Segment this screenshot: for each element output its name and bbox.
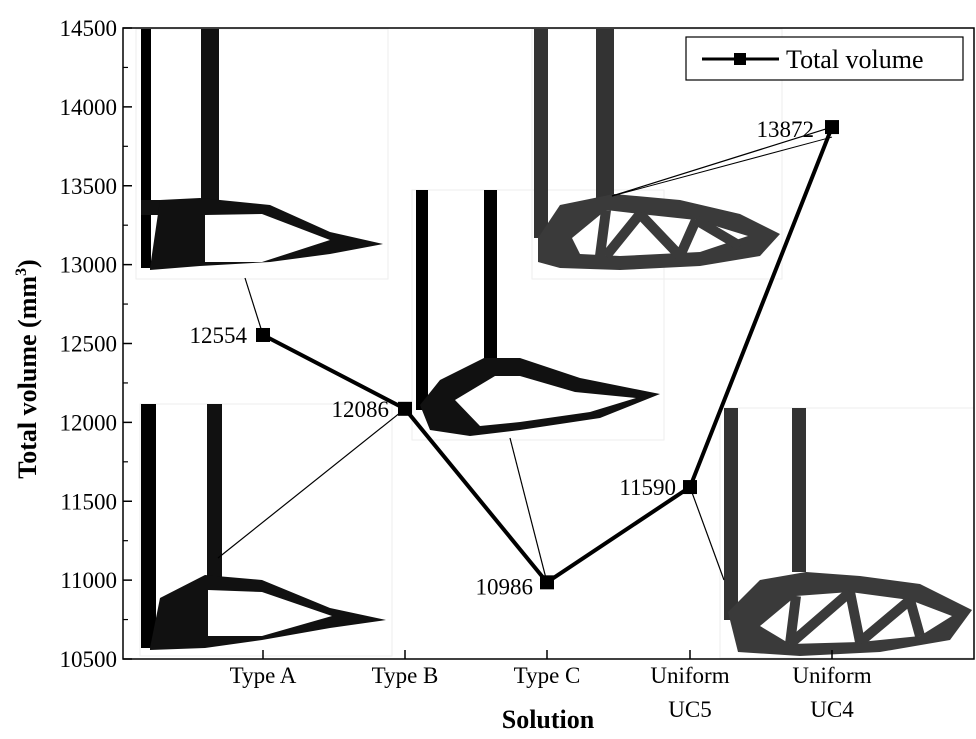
legend-marker [734, 53, 746, 65]
y-tick-label: 12000 [60, 410, 118, 435]
inset-member [141, 404, 156, 648]
series-group [256, 120, 839, 590]
y-tick-label: 14500 [60, 16, 118, 41]
x-tick-label: Uniform [650, 663, 729, 688]
inset-border [139, 403, 393, 657]
legend-box [685, 36, 964, 81]
x-tick-label: Uniform [792, 663, 871, 688]
data-label: 12086 [332, 397, 390, 422]
inset-void [208, 590, 332, 636]
inset-border [531, 28, 783, 280]
y-axis-title-end: ) [13, 259, 42, 268]
inset-member [201, 29, 219, 200]
inset-images [135, 28, 975, 659]
leader-line [217, 408, 406, 559]
data-point [825, 120, 839, 135]
leader-line [611, 136, 833, 197]
y-tick-label: 11000 [60, 568, 117, 593]
data-label: 10986 [476, 574, 534, 599]
data-point [398, 401, 412, 416]
inset-image [139, 403, 393, 657]
y-tick-label: 10500 [60, 647, 118, 672]
inset-image [411, 189, 665, 441]
x-tick-label: UC4 [810, 697, 854, 722]
y-axis-title-superscript: 3 [13, 268, 30, 276]
y-tick-label: 13500 [60, 174, 118, 199]
x-tick-label: Type A [230, 663, 297, 688]
leader-line [611, 126, 833, 197]
legend: Total volume [685, 36, 964, 81]
inset-image [719, 407, 975, 659]
y-tick-label: 14000 [60, 95, 118, 120]
inset-web [595, 209, 743, 260]
inset-member [484, 190, 497, 360]
data-point [540, 575, 554, 590]
data-label: 13872 [757, 117, 815, 142]
data-label: 12554 [190, 323, 248, 348]
y-axis-title: Total volume (mm3) [13, 259, 42, 478]
leader-line [509, 437, 548, 583]
inset-member [724, 408, 738, 620]
inset-member [792, 408, 806, 572]
data-labels: 12554 12086 10986 11590 13872 [190, 117, 815, 599]
y-axis-title-main: Total volume (mm [13, 276, 42, 479]
inset-member [596, 29, 614, 200]
inset-void [205, 214, 330, 262]
inset-member [207, 404, 222, 585]
x-axis-title: Solution [502, 705, 595, 734]
inset-member [141, 29, 151, 268]
data-point [256, 327, 270, 342]
y-tick-label: 13000 [60, 253, 118, 278]
leader-line [689, 486, 725, 581]
inset-web [785, 588, 925, 648]
data-label: 11590 [619, 475, 676, 500]
inset-member [416, 190, 428, 410]
y-tick-label: 11500 [60, 489, 117, 514]
x-tick-label: Type C [514, 663, 581, 688]
leader-line [244, 277, 264, 336]
inset-void [455, 376, 636, 426]
data-point [683, 480, 697, 495]
x-tick-label: UC5 [668, 697, 711, 722]
inset-member [534, 29, 548, 238]
legend-label: Total volume [786, 45, 924, 74]
inset-border [135, 28, 389, 280]
y-axis: 10500 11000 11500 12000 12500 13000 13500 14000… [60, 16, 132, 672]
y-tick-label: 12500 [60, 332, 118, 357]
plot-frame [122, 27, 975, 660]
inset-image [135, 28, 389, 280]
x-tick-label: Type B [372, 663, 439, 688]
leader-lines [217, 126, 833, 583]
